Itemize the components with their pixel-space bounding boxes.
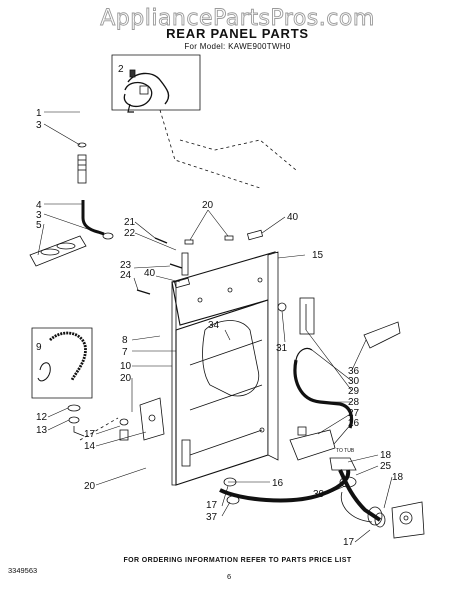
top-hardware	[136, 229, 264, 295]
drain-pump	[329, 457, 425, 539]
watermark: AppliancePartsPros.com	[100, 6, 375, 32]
callout: 17	[84, 429, 96, 440]
callout: 31	[276, 343, 288, 354]
callout: 25	[380, 461, 392, 472]
callout: 36	[348, 366, 360, 377]
drain-hoses	[219, 297, 401, 522]
callout: 40	[144, 268, 156, 279]
power-cord-inset	[111, 54, 201, 113]
callout: 4	[36, 200, 42, 211]
pump-inset	[31, 327, 93, 399]
callout: 22	[124, 228, 136, 239]
callout: 18	[392, 472, 404, 483]
to-tub-label: TO TUB	[336, 448, 355, 454]
callout: 20	[84, 481, 96, 492]
callout: 10	[120, 361, 132, 372]
document-number: 3349563	[8, 566, 38, 575]
cord-leader	[159, 109, 261, 189]
callout: 3	[36, 120, 42, 131]
callout: 1	[36, 108, 42, 119]
page-title: REAR PANEL PARTS	[166, 26, 309, 41]
callout: 3	[36, 210, 42, 221]
callout: 37	[206, 512, 218, 523]
callout: 21	[124, 217, 136, 228]
access-plate	[29, 235, 87, 267]
callout-labels: 2 1 3 4 3 5 21 22 20 40 15 23 24 40 8 7 …	[36, 64, 404, 548]
model-line: For Model: KAWE900TWH0	[0, 42, 475, 51]
callout: 8	[122, 335, 128, 346]
callout: 2	[118, 64, 124, 75]
callout: 27	[348, 408, 360, 419]
callout: 28	[348, 397, 360, 408]
callout: 7	[122, 347, 128, 358]
ordering-note: FOR ORDERING INFORMATION REFER TO PARTS …	[123, 557, 352, 564]
page-number: 6	[227, 572, 232, 581]
callout: 24	[120, 270, 132, 281]
callout: 17	[206, 500, 218, 511]
callout: 14	[84, 441, 96, 452]
callout: 34	[208, 320, 220, 331]
callout: 30	[348, 376, 360, 387]
callout: 20	[120, 373, 132, 384]
callout: 12	[36, 412, 48, 423]
callout: 26	[348, 418, 360, 429]
callout: 18	[380, 450, 392, 461]
pump-assembly	[67, 397, 165, 441]
leader-lines	[37, 111, 393, 543]
callout: 20	[202, 200, 214, 211]
callout: 17	[343, 537, 355, 548]
callout: 39	[313, 489, 325, 500]
callout: 40	[287, 212, 299, 223]
callout: 29	[348, 386, 360, 397]
rear-panel	[171, 251, 279, 486]
model-label: For Model:	[184, 42, 226, 51]
callout: 16	[272, 478, 284, 489]
callout: 15	[312, 250, 324, 261]
model-number: KAWE900TWH0	[228, 42, 291, 51]
callout: 5	[36, 220, 42, 231]
hose-fittings	[77, 142, 114, 240]
callout: 13	[36, 425, 48, 436]
callout: 9	[36, 342, 42, 353]
callout: 23	[120, 260, 132, 271]
